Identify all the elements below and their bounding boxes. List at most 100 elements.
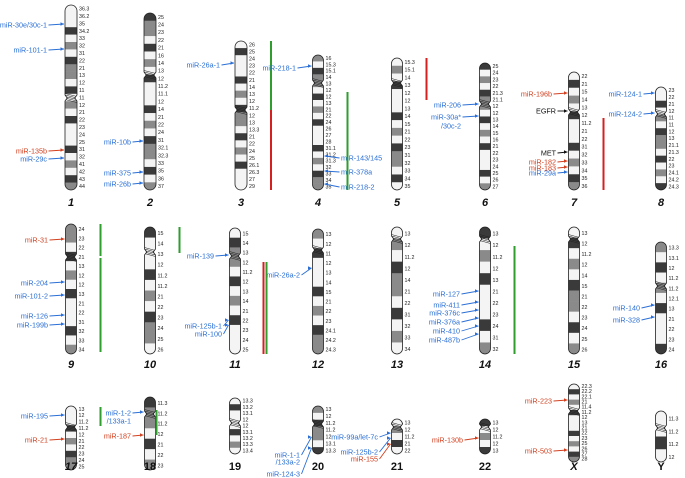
band-label: 24 — [669, 347, 675, 353]
arrow-head — [225, 318, 229, 322]
band-label: 11.2 — [249, 106, 259, 112]
chromosome-band — [391, 158, 403, 168]
chromosome-band — [479, 149, 491, 157]
chromosome-band — [312, 277, 324, 287]
band-label: 13 — [493, 232, 499, 238]
band-label: 21.1 — [669, 143, 679, 149]
mirna-label: miR-125b-2 — [340, 448, 378, 457]
chromosome-band — [65, 431, 77, 439]
band-label: 25 — [249, 49, 255, 55]
chromosome-band — [391, 447, 403, 454]
chromosome-4: 1615.315.1141312121321222426272831.131.2… — [262, 54, 382, 209]
chromosome-band — [229, 324, 241, 335]
band-label: 23 — [158, 316, 164, 322]
chromosome-outline — [391, 226, 403, 355]
chromosome-band — [655, 128, 667, 136]
band-label: 25 — [493, 171, 499, 177]
arrow-head — [475, 436, 479, 440]
region-bar — [99, 407, 102, 426]
band-label: 21 — [79, 255, 85, 261]
chromosome-band — [65, 56, 77, 65]
mirna-label: miR-376c — [429, 309, 460, 318]
band-label: 15.3 — [405, 60, 415, 66]
chromosome-band — [655, 100, 667, 108]
chromosome-band — [144, 174, 156, 183]
band-label: 21 — [158, 443, 164, 449]
chromosome-band — [479, 69, 491, 77]
band-label: 11.2 — [326, 421, 336, 427]
chromosome-band — [479, 227, 491, 239]
band-label: 13 — [493, 117, 499, 123]
band-label: 12 — [493, 441, 499, 447]
band-label: 13.3 — [249, 127, 259, 133]
band-label: 12 — [243, 424, 249, 430]
band-label: 12 — [158, 76, 164, 82]
chromosome-band — [65, 438, 77, 445]
band-label: 13 — [243, 251, 249, 257]
mirna-arrow — [379, 443, 391, 460]
chromosome-band — [65, 123, 77, 132]
chromosome-band — [235, 55, 247, 63]
chromosome-band — [568, 72, 580, 81]
band-label: 13 — [669, 136, 675, 142]
chromosome-band — [655, 411, 667, 425]
band-label: 33 — [582, 160, 588, 166]
band-label: 22.2 — [582, 389, 592, 395]
chromosome-band — [312, 145, 324, 152]
band-label: 12 — [493, 243, 499, 249]
band-label: 24 — [158, 22, 164, 28]
chromosome-number: 14 — [479, 359, 491, 371]
mirna-arrow — [301, 267, 312, 276]
band-label: 14 — [158, 242, 164, 248]
arrow-head — [651, 303, 655, 307]
band-label: 11.2 — [158, 422, 168, 428]
band-label: 35 — [158, 169, 164, 175]
arrow-head — [387, 442, 391, 446]
band-label: 11.2 — [405, 434, 415, 440]
chromosome-band — [655, 292, 667, 304]
band-label: 22 — [158, 38, 164, 44]
band-label: 11.2 — [79, 420, 89, 426]
band-label: 12 — [243, 260, 249, 266]
chromosome-band — [65, 450, 77, 458]
chromosome-outline — [229, 227, 241, 355]
band-label: 25 — [582, 441, 588, 447]
chromosome-band — [568, 384, 580, 390]
band-label: 13 — [249, 120, 255, 126]
band-label: 31 — [158, 138, 164, 144]
chromosome-band — [144, 428, 156, 440]
band-label: 26 — [493, 178, 499, 184]
band-label: 12 — [582, 242, 588, 248]
chromosome-band — [655, 272, 667, 284]
band-label: 21 — [326, 107, 332, 113]
band-label: 27 — [326, 133, 332, 139]
chromosome-band — [65, 86, 77, 95]
band-label: 12 — [405, 266, 411, 272]
band-label: 36.2 — [79, 14, 89, 20]
arrow-head — [60, 22, 64, 26]
band-label: 22 — [326, 114, 332, 120]
band-label: 11.2 — [158, 273, 168, 279]
chromosome-band — [144, 459, 156, 471]
band-label: 12 — [493, 427, 499, 433]
band-label: 36 — [582, 184, 588, 190]
band-label: 13 — [493, 420, 499, 426]
chromosome-band — [568, 343, 580, 355]
mirna-label: miR-503 — [525, 447, 552, 456]
band-label: 22.1 — [582, 394, 592, 400]
band-label: 31 — [493, 336, 499, 342]
arrow-head — [308, 435, 312, 439]
region-bar — [346, 92, 349, 190]
band-label: 12 — [158, 432, 164, 438]
mirna-label: miR-199b — [17, 321, 48, 330]
chromosome-9: 24232221131212132122313233349miR-31miR-2… — [14, 223, 102, 371]
band-label: 21 — [79, 301, 85, 307]
chromosome-band — [312, 257, 324, 268]
chromosome-band — [144, 151, 156, 160]
chromosome-band — [655, 262, 667, 273]
mirna-label: miR-124-3 — [266, 470, 300, 478]
chromosome-band — [65, 49, 77, 58]
band-label: 37 — [158, 184, 164, 190]
